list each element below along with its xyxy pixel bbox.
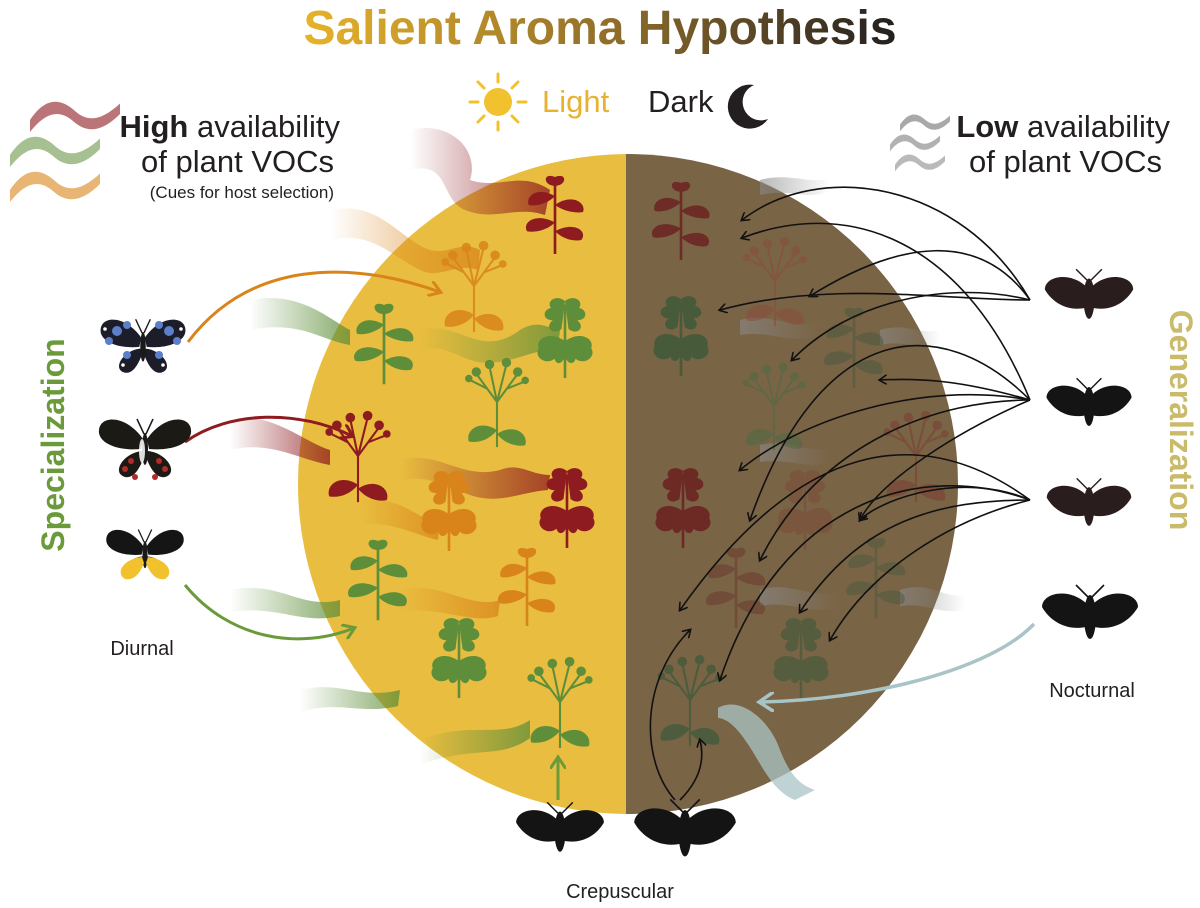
butterfly-icon	[99, 318, 187, 374]
moth-icon	[1046, 477, 1132, 527]
left-panel-plumes	[10, 101, 120, 202]
butterfly-icon	[97, 418, 193, 480]
diurnal-butterflies	[97, 318, 193, 580]
host-selection-note: (Cues for host selection)	[150, 183, 334, 202]
nocturnal-arrow-grey	[760, 622, 1036, 702]
moth-icon	[1041, 584, 1139, 640]
dark-label: Dark	[648, 84, 714, 119]
nocturnal-moths	[1041, 268, 1139, 640]
generalist-arrows	[649, 186, 1031, 801]
specialist-arrow-red	[184, 415, 352, 444]
low-availability-heading: Low availability	[956, 109, 1170, 144]
crepuscular-label: Crepuscular	[566, 881, 674, 903]
butterfly-icon	[105, 528, 185, 580]
specialization-label: Specialization	[35, 338, 71, 551]
specialist-arrow-orange	[186, 270, 440, 343]
light-side-scent-plumes	[230, 128, 560, 765]
moon-icon	[727, 84, 768, 129]
low-availability-subheading: of plant VOCs	[969, 144, 1162, 179]
high-availability-heading: High availability	[120, 109, 341, 144]
moth-icon	[1045, 377, 1133, 427]
specialist-arrow-green	[183, 584, 354, 641]
diurnal-label: Diurnal	[110, 638, 173, 660]
light-label: Light	[542, 84, 610, 119]
high-availability-subheading: of plant VOCs	[141, 144, 334, 179]
right-panel-plumes	[890, 114, 950, 172]
moth-icon	[1044, 268, 1134, 320]
sun-icon	[468, 72, 528, 132]
dark-side-scent-plumes	[718, 177, 965, 800]
diagram-title: Salient Aroma Hypothesis	[303, 2, 896, 55]
generalization-label: Generalization	[1163, 310, 1199, 531]
nocturnal-label: Nocturnal	[1049, 680, 1135, 702]
